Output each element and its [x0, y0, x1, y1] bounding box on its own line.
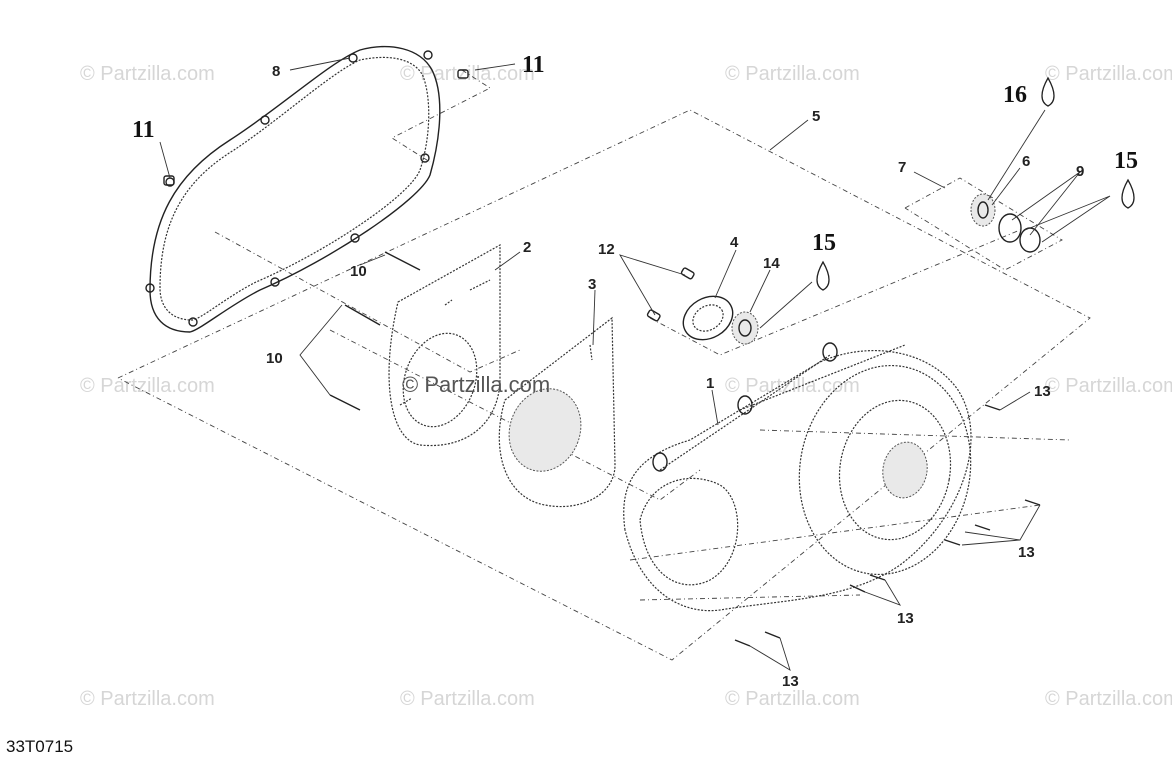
clutch-cover-part-1 [623, 342, 972, 612]
callout-4: 4 [730, 234, 739, 251]
oil-drop-icon [1121, 178, 1135, 209]
callout-3: 3 [588, 276, 596, 293]
o-ring-part-9 [998, 213, 1022, 243]
bearing-part-14 [731, 311, 759, 345]
callout-5: 5 [812, 108, 820, 125]
watermark: © Partzilla.com [80, 688, 215, 710]
assembly-planes [117, 69, 1091, 661]
callout-11: 11 [522, 52, 545, 78]
watermark: © Partzilla.com [1045, 688, 1172, 710]
bolt-axis-line-upper [214, 231, 521, 373]
center-watermark: © Partzilla.com [402, 372, 550, 397]
cover-axis-line-bottom [629, 504, 1041, 561]
watermark: © Partzilla.com [725, 688, 860, 710]
watermark: © Partzilla.com [725, 63, 860, 85]
callout-13: 13 [897, 610, 914, 627]
callout-7: 7 [898, 159, 906, 176]
callout-8: 8 [272, 63, 280, 80]
gasket-leader-frame [391, 69, 491, 163]
callout-13: 13 [1018, 544, 1035, 561]
ring-part-4 [682, 295, 734, 341]
callout-1: 1 [706, 375, 714, 392]
callout-labels: 8 11 11 5 16 6 7 9 15 10 2 12 4 14 15 3 … [132, 52, 1138, 690]
callout-11: 11 [132, 117, 155, 143]
watermark: © Partzilla.com [1045, 63, 1172, 85]
callout-9: 9 [1076, 163, 1084, 180]
bolts-part-10 [329, 251, 421, 411]
callout-10: 10 [350, 263, 367, 280]
oil-drop-icon [816, 260, 830, 291]
bearing-axis-line [649, 229, 1021, 356]
callout-15: 15 [812, 230, 836, 256]
seal-group-plane [904, 177, 1063, 271]
callout-6: 6 [1022, 153, 1030, 170]
seal-plate-part-3 [498, 316, 616, 508]
screw-part-12 [646, 309, 661, 322]
bolts-part-13 [734, 404, 1041, 647]
oil-drop-symbols [816, 76, 1135, 291]
watermark-grid: © Partzilla.com © Partzilla.com © Partzi… [80, 63, 1172, 710]
callout-13: 13 [782, 673, 799, 690]
callout-2: 2 [523, 239, 531, 256]
o-ring-part-9 [1019, 227, 1041, 253]
callout-10: 10 [266, 350, 283, 367]
cover-axis-line-lower [639, 594, 861, 601]
bearing-group [646, 267, 759, 345]
leader-lines [159, 57, 1111, 671]
cover-axis-line-right [759, 429, 1071, 441]
oil-drop-icon [1041, 76, 1055, 107]
main-assembly-plane [117, 109, 1091, 661]
callout-12: 12 [598, 241, 615, 258]
watermark: © Partzilla.com [400, 688, 535, 710]
diagram-code: 33T0715 [6, 737, 73, 756]
watermark: © Partzilla.com [80, 63, 215, 85]
oil-seal-part-6 [970, 193, 996, 227]
seal-stack [970, 193, 1041, 253]
callout-13: 13 [1034, 383, 1051, 400]
callout-15: 15 [1114, 148, 1138, 174]
gasket-bolt-holes [145, 50, 433, 327]
screw-part-12 [680, 267, 695, 280]
watermark: © Partzilla.com [1045, 375, 1172, 397]
bolt-axis-line-lower [329, 329, 701, 501]
inner-plate-part-2 [388, 243, 501, 447]
callout-14: 14 [763, 255, 780, 272]
watermark: © Partzilla.com [725, 375, 860, 397]
gasket-part-8 [145, 45, 441, 333]
watermark: © Partzilla.com [80, 375, 215, 397]
callout-16: 16 [1003, 82, 1027, 108]
